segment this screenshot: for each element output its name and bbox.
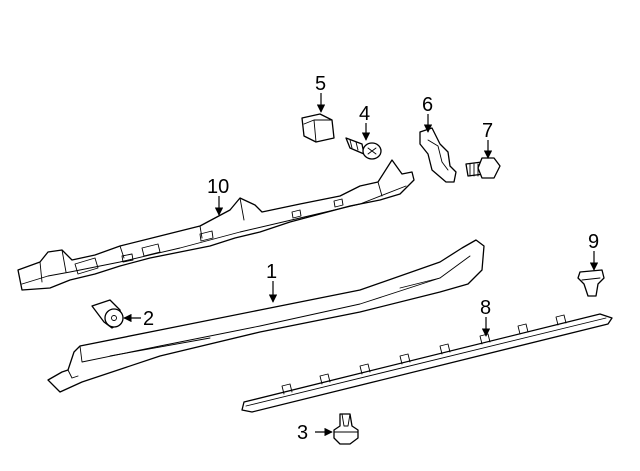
callout-9: 9 bbox=[588, 231, 599, 253]
callout-7: 7 bbox=[482, 120, 493, 142]
callout-5: 5 bbox=[315, 73, 326, 95]
callout-3: 3 bbox=[297, 422, 308, 444]
callout-2: 2 bbox=[143, 308, 154, 330]
part-3-retainer bbox=[333, 413, 359, 445]
leader-arrows bbox=[123, 93, 599, 437]
part-10-reinforcement bbox=[17, 159, 415, 291]
part-2-clip bbox=[91, 299, 124, 329]
part-1-rocker-molding bbox=[47, 239, 485, 393]
callout-6: 6 bbox=[422, 94, 433, 116]
callout-10: 10 bbox=[207, 176, 229, 198]
callout-labels: 1 2 3 4 5 6 7 8 9 10 bbox=[143, 73, 599, 444]
callout-4: 4 bbox=[359, 103, 370, 125]
part-5-nut bbox=[301, 113, 335, 143]
part-7-bolt bbox=[465, 157, 501, 179]
part-6-bracket bbox=[419, 127, 457, 183]
callout-8: 8 bbox=[480, 297, 491, 319]
part-9-retainer bbox=[577, 269, 605, 297]
callout-1: 1 bbox=[266, 261, 277, 283]
part-8-lower-molding bbox=[241, 313, 613, 413]
part-4-screw bbox=[345, 137, 382, 160]
